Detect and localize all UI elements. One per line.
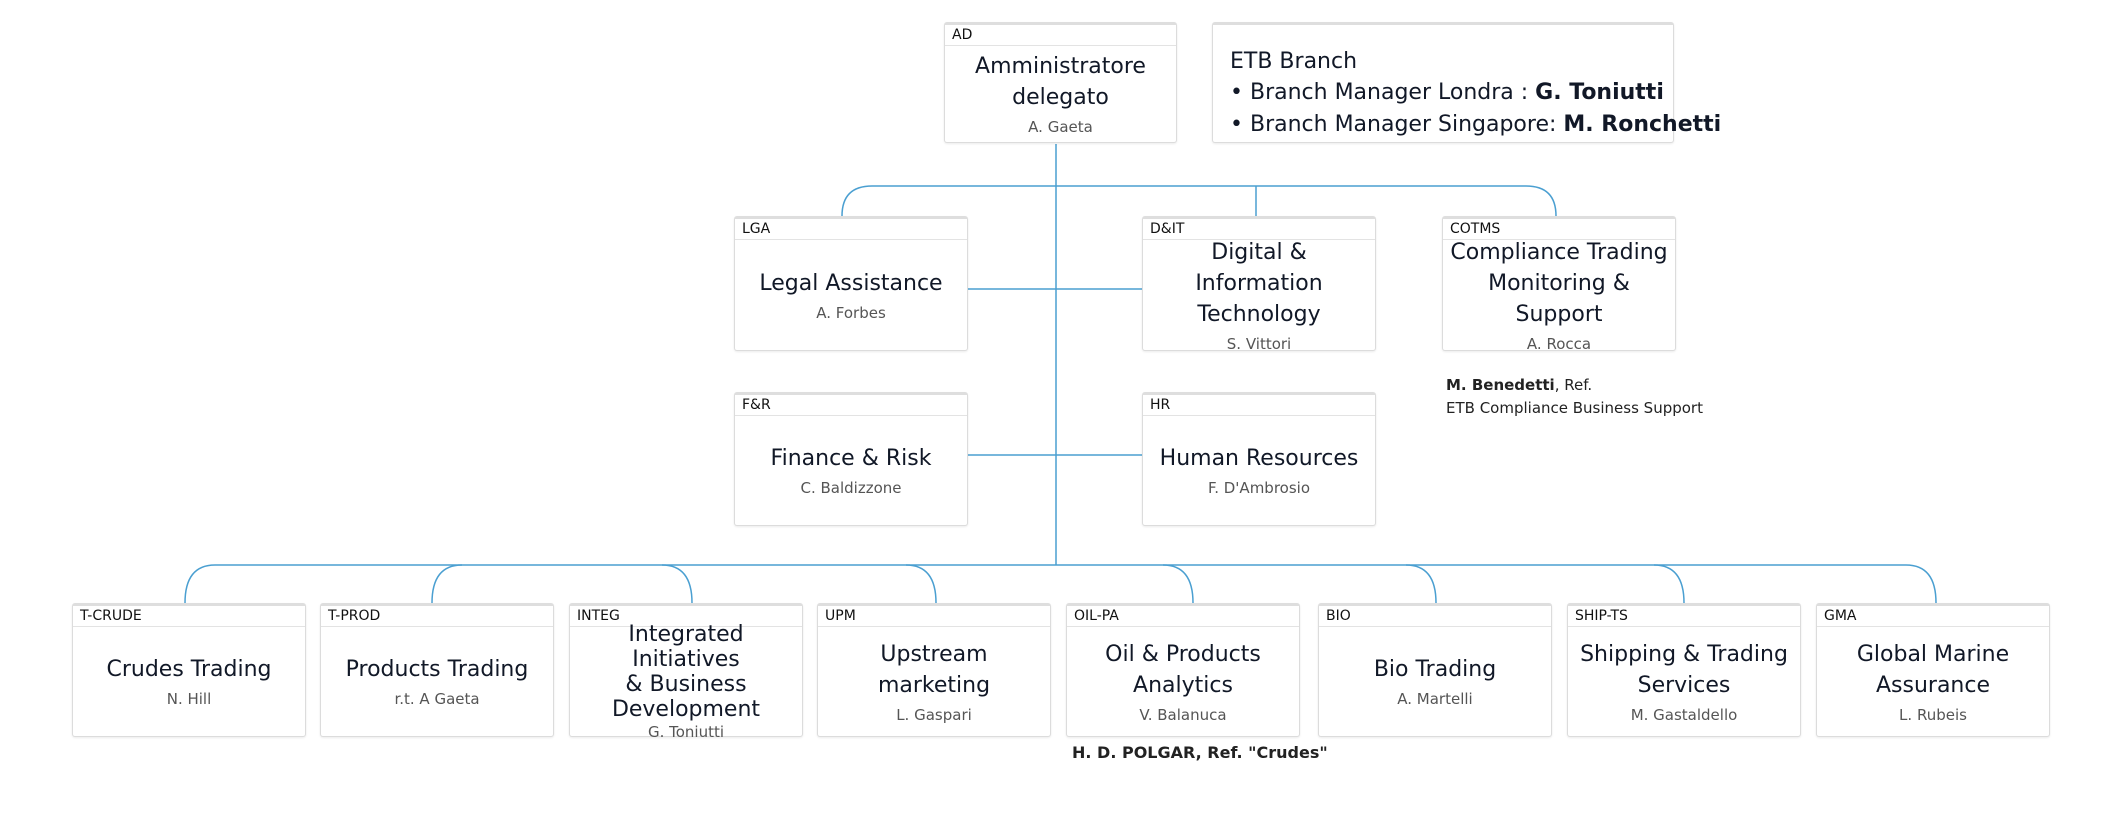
org-box-t-crude[interactable]: T-CRUDE Crudes Trading N. Hill — [72, 603, 306, 737]
unit-title: Products Trading — [345, 657, 529, 682]
unit-title: Oil & Products Analytics — [1105, 641, 1261, 698]
unit-title: Compliance Trading Monitoring & Support — [1450, 239, 1668, 327]
unit-code: BIO — [1326, 608, 1351, 624]
staff-bus — [841, 185, 1557, 217]
unit-code: UPM — [825, 608, 856, 624]
org-box-t-prod[interactable]: T-PROD Products Trading r.t. A Gaeta — [320, 603, 554, 737]
unit-drop-3 — [661, 564, 693, 604]
org-box-cotms[interactable]: COTMS Compliance Trading Monitoring & Su… — [1442, 216, 1676, 353]
unit-code: SHIP-TS — [1575, 608, 1628, 624]
unit-title: Legal Assistance — [759, 270, 943, 296]
org-box-oil-pa[interactable]: OIL-PA Oil & Products Analytics V. Balan… — [1066, 603, 1300, 737]
unit-person: A. Rocca — [1526, 334, 1592, 353]
unit-title: Crudes Trading — [106, 657, 272, 682]
unit-drop-7 — [1653, 564, 1685, 604]
unit-code: INTEG — [577, 608, 620, 624]
unit-code: D&IT — [1150, 221, 1185, 237]
unit-person: A. Gaeta — [1028, 118, 1093, 136]
unit-title: Finance & Risk — [770, 446, 932, 471]
unit-drop-5 — [1162, 564, 1194, 604]
unit-code: F&R — [742, 397, 771, 413]
unit-code: T-PROD — [328, 608, 381, 624]
org-box-ship-ts[interactable]: SHIP-TS Shipping & Trading Services M. G… — [1567, 603, 1801, 737]
unit-code: HR — [1150, 397, 1171, 413]
unit-drop-4 — [905, 564, 937, 604]
cotms-note: M. Benedetti, Ref. — [1446, 376, 1593, 394]
unit-person: M. Gastaldello — [1630, 705, 1738, 724]
org-box-upm[interactable]: UPM Upstream marketing L. Gaspari — [817, 603, 1051, 737]
unit-person: L. Rubeis — [1899, 705, 1967, 724]
org-box-lga[interactable]: LGA Legal Assistance A. Forbes — [734, 216, 968, 351]
unit-title: Global Marine Assurance — [1856, 641, 2010, 698]
unit-title: Amministratore delegato — [975, 54, 1146, 110]
unit-person: r.t. A Gaeta — [394, 690, 480, 708]
org-box-integ[interactable]: INTEG Integrated Initiatives & Business … — [569, 603, 803, 741]
unit-person: N. Hill — [166, 690, 212, 708]
org-box-dit[interactable]: D&IT Digital & Information Technology S.… — [1142, 216, 1376, 353]
unit-person: A. Forbes — [816, 303, 886, 322]
unit-title: Human Resources — [1159, 446, 1359, 471]
unit-person: L. Gaspari — [896, 705, 972, 724]
unit-person: V. Balanuca — [1139, 705, 1227, 724]
unit-code: OIL-PA — [1074, 608, 1119, 624]
unit-title: Shipping & Trading Services — [1580, 641, 1788, 698]
cotms-note-line2: ETB Compliance Business Support — [1446, 399, 1703, 417]
units-bus — [184, 564, 1937, 604]
unit-drop-2 — [431, 564, 463, 604]
unit-code: T-CRUDE — [80, 608, 142, 624]
unit-person: C. Baldizzone — [800, 479, 902, 497]
org-box-bio[interactable]: BIO Bio Trading A. Martelli — [1318, 603, 1552, 737]
unit-drop-6 — [1405, 564, 1437, 604]
unit-person: A. Martelli — [1397, 690, 1473, 708]
unit-person: F. D'Ambrosio — [1208, 479, 1310, 497]
unit-code: COTMS — [1450, 221, 1501, 237]
org-box-fr[interactable]: F&R Finance & Risk C. Baldizzone — [734, 392, 968, 526]
unit-title: Integrated Initiatives & Business Develo… — [611, 621, 761, 722]
org-box-ad[interactable]: AD Amministratore delegato A. Gaeta — [944, 22, 1177, 143]
unit-code: AD — [952, 27, 973, 43]
org-box-hr[interactable]: HR Human Resources F. D'Ambrosio — [1142, 392, 1376, 526]
unit-title: Bio Trading — [1373, 657, 1497, 682]
unit-code: LGA — [742, 221, 771, 237]
unit-code: GMA — [1824, 608, 1857, 624]
etb-london-line: • Branch Manager Londra : G. Toniutti — [1230, 80, 1664, 105]
oil-pa-note: H. D. POLGAR, Ref. "Crudes" — [1072, 743, 1328, 762]
unit-title: Upstream marketing — [877, 641, 991, 698]
unit-person: G. Toniutti — [647, 722, 725, 741]
cotms-note-name: M. Benedetti — [1446, 376, 1555, 394]
org-box-gma[interactable]: GMA Global Marine Assurance L. Rubeis — [1816, 603, 2050, 737]
etb-singapore-line: • Branch Manager Singapore: M. Ronchetti — [1230, 112, 1722, 137]
unit-title: Digital & Information Technology — [1195, 239, 1323, 327]
etb-branch-box: ETB Branch • Branch Manager Londra : G. … — [1212, 22, 1721, 143]
unit-person: S. Vittori — [1226, 334, 1292, 353]
etb-title: ETB Branch — [1230, 49, 1358, 74]
